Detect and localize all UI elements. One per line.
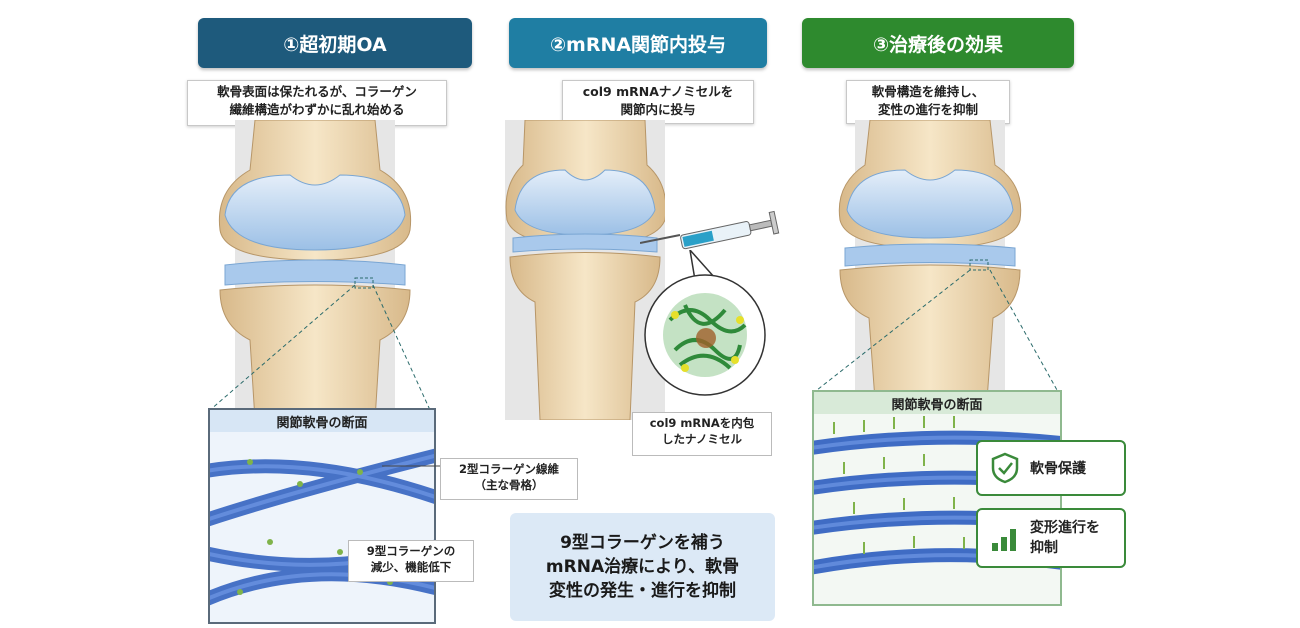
step3-note: 軟骨構造を維持し、 変性の進行を抑制 — [846, 80, 1010, 124]
cartilage-section-panel-1: 関節軟骨の断面 — [208, 408, 436, 624]
step3-header: ③治療後の効果 — [802, 18, 1074, 68]
step2-header: ②mRNA関節内投与 — [509, 18, 767, 68]
nanomicelle-bubble — [644, 250, 766, 396]
callout-type2-collagen: 2型コラーゲン線維 （主な骨格） — [440, 458, 578, 500]
callout-type2-line2: （主な骨格） — [474, 478, 544, 492]
summary-line2: mRNA治療により、軟骨 — [545, 557, 740, 577]
step1-note: 軟骨表面は保たれるが、コラーゲン 繊維構造がわずかに乱れ始める — [187, 80, 447, 126]
step2-note-line1: col9 mRNAナノミセルを — [582, 84, 734, 99]
step1-header: ①超初期OA — [198, 18, 472, 68]
leader-line-type2 — [382, 465, 440, 467]
effect-deformation-suppression: 変形進行を 抑制 — [976, 508, 1126, 568]
step1-title: ①超初期OA — [283, 33, 387, 56]
bar-chart-icon — [992, 529, 1016, 551]
summary-line3: 変性の発生・進行を抑制 — [548, 581, 736, 601]
callout-nanomicelle: col9 mRNAを内包 したナノミセル — [632, 412, 772, 456]
knee-illustration-1 — [218, 120, 412, 420]
step1-note-line1: 軟骨表面は保たれるが、コラーゲン — [217, 84, 417, 99]
effect2-line1: 変形進行を — [1030, 520, 1100, 536]
step3-title: ③治療後の効果 — [872, 33, 1004, 56]
callout-nanomicelle-line1: col9 mRNAを内包 — [649, 416, 755, 430]
step3-note-line1: 軟骨構造を維持し、 — [871, 84, 985, 99]
effect-cartilage-protection: 軟骨保護 — [976, 440, 1126, 496]
knee-illustration-3 — [838, 120, 1022, 400]
callout-type9-line2: 減少、機能低下 — [370, 560, 452, 574]
syringe-icon — [640, 210, 780, 250]
summary-line1: 9型コラーゲンを補う — [560, 533, 725, 553]
step1-note-line2: 繊維構造がわずかに乱れ始める — [229, 102, 405, 117]
panel1-title: 関節軟骨の断面 — [210, 410, 434, 432]
step2-note-line2: 関節内に投与 — [620, 102, 696, 117]
callout-type9-collagen: 9型コラーゲンの 減少、機能低下 — [348, 540, 474, 582]
effect2-line2: 抑制 — [1030, 540, 1058, 556]
shield-icon — [991, 452, 1019, 484]
summary-box: 9型コラーゲンを補う mRNA治療により、軟骨 変性の発生・進行を抑制 — [510, 513, 775, 621]
callout-type2-line1: 2型コラーゲン線維 — [458, 462, 559, 476]
step3-note-line2: 変性の進行を抑制 — [877, 102, 978, 117]
step2-note: col9 mRNAナノミセルを 関節内に投与 — [562, 80, 754, 124]
cartilage-section-panel-3: 関節軟骨の断面 — [812, 390, 1062, 606]
callout-type9-line1: 9型コラーゲンの — [366, 544, 456, 558]
zoom-lines-3 — [816, 269, 1058, 391]
knee-illustration-2 — [505, 120, 665, 420]
effect1-label: 軟骨保護 — [1030, 461, 1086, 477]
step2-title: ②mRNA関節内投与 — [549, 33, 727, 56]
zoom-lines-1 — [209, 284, 431, 411]
panel3-title: 関節軟骨の断面 — [814, 392, 1060, 414]
collagen-fibers-disordered — [210, 448, 434, 606]
callout-nanomicelle-line2: したナノミセル — [662, 432, 742, 446]
